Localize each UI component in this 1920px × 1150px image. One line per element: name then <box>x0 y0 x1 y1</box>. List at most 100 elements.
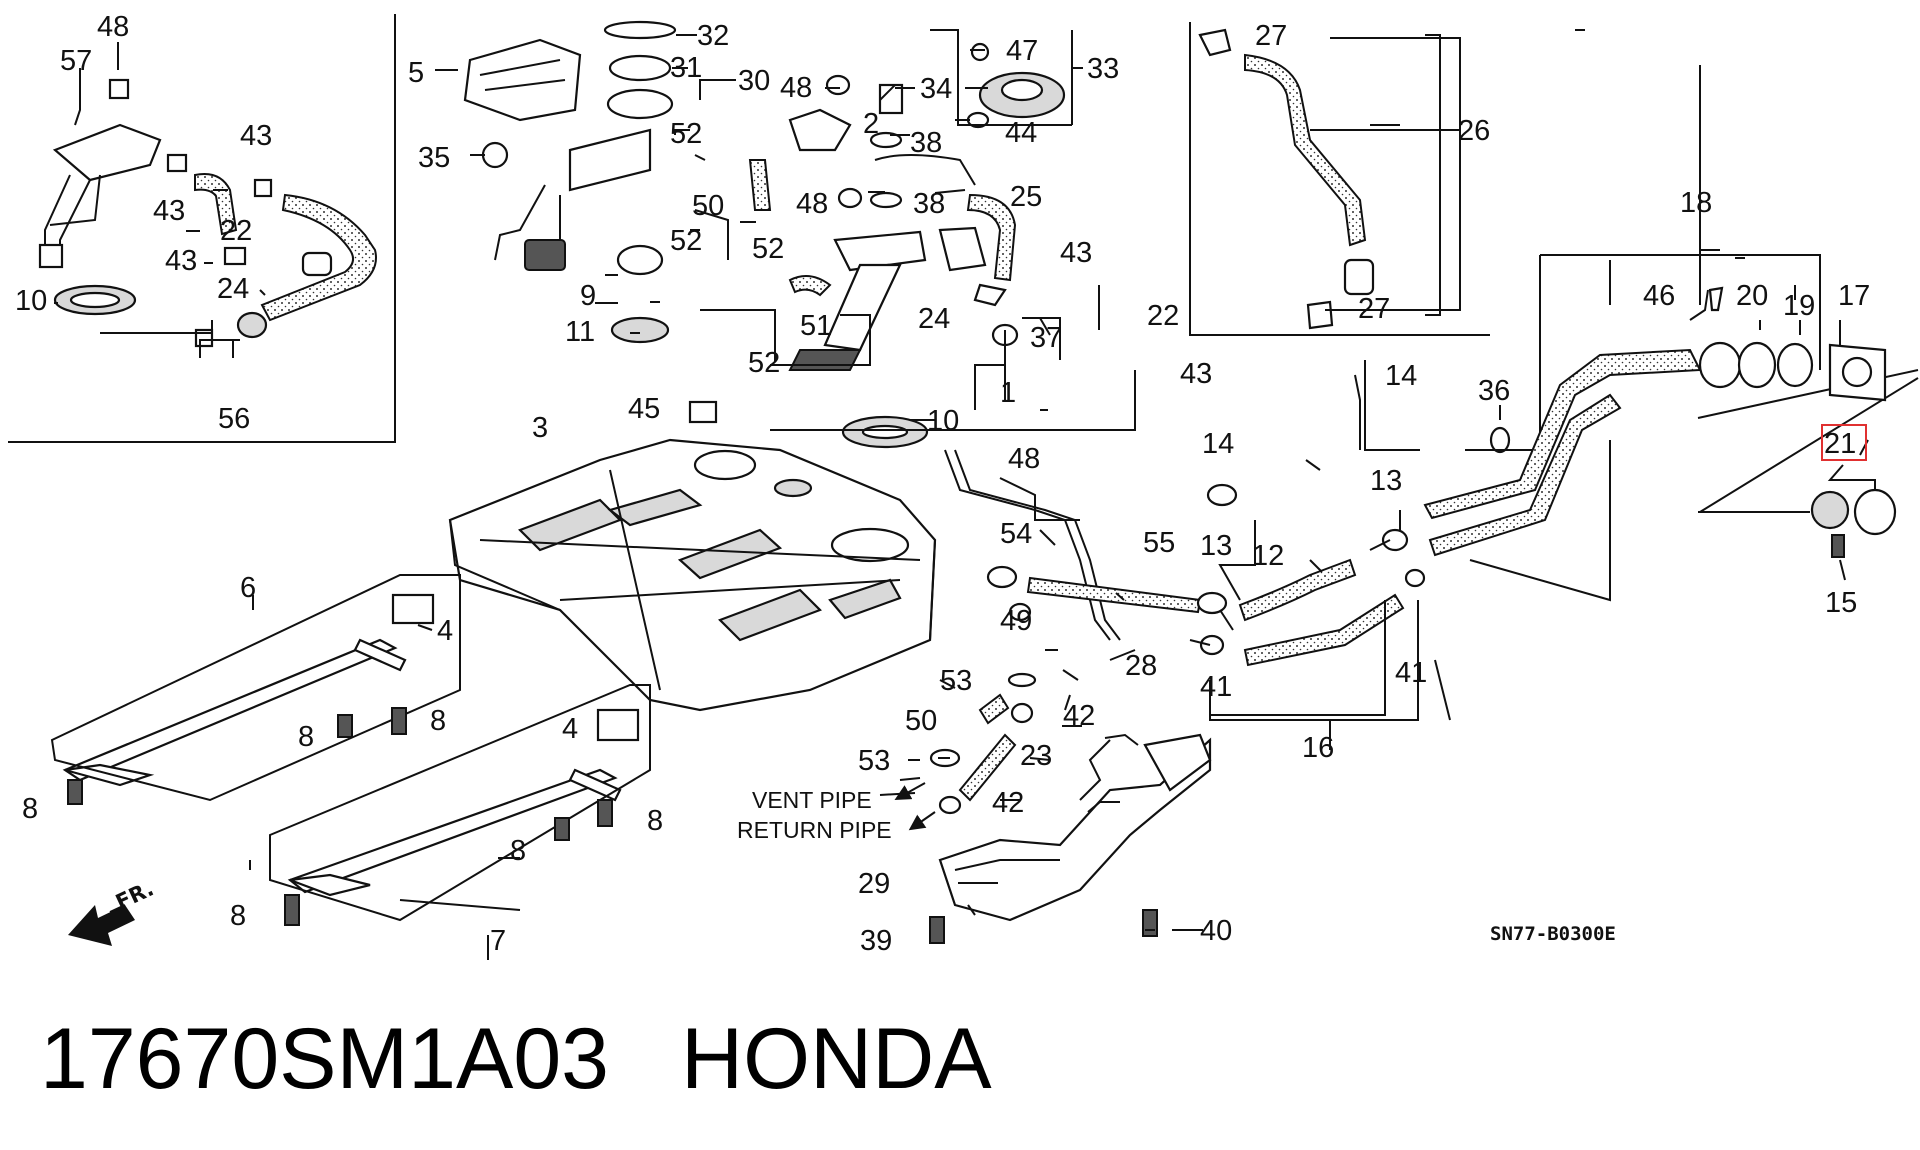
callout-51: 51 <box>800 310 832 342</box>
callout-27: 27 <box>1358 293 1390 325</box>
callout-33: 33 <box>1087 53 1119 85</box>
callout-35: 35 <box>418 142 450 174</box>
callout-50: 50 <box>692 190 724 222</box>
highlight-box <box>1821 424 1867 461</box>
callout-16: 16 <box>1302 732 1334 764</box>
callout-28: 28 <box>1125 650 1157 682</box>
callout-36: 36 <box>1478 375 1510 407</box>
callout-44: 44 <box>1005 117 1037 149</box>
callout-39: 39 <box>860 925 892 957</box>
callout-43: 43 <box>165 245 197 277</box>
callout-48: 48 <box>780 72 812 104</box>
inset-breather-pipe <box>1198 28 1375 330</box>
callout-55: 55 <box>1143 527 1175 559</box>
callout-4: 4 <box>437 615 453 647</box>
callout-38: 38 <box>913 188 945 220</box>
callout-52: 52 <box>670 225 702 257</box>
callout-6: 6 <box>240 572 256 604</box>
tank-straps <box>50 574 651 926</box>
callout-14: 14 <box>1202 428 1234 460</box>
callout-1: 1 <box>1000 377 1016 409</box>
part-number: 17670SM1A03 <box>40 1011 609 1107</box>
callout-10: 10 <box>15 285 47 317</box>
callout-7: 7 <box>490 925 506 957</box>
callout-43: 43 <box>1180 358 1212 390</box>
callout-43: 43 <box>153 195 185 227</box>
callout-42: 42 <box>1063 700 1095 732</box>
callout-54: 54 <box>1000 518 1032 550</box>
brand-name: HONDA <box>681 1011 992 1107</box>
callout-45: 45 <box>628 393 660 425</box>
return-pipe-note: RETURN PIPE <box>737 817 892 843</box>
callout-34: 34 <box>920 73 952 105</box>
callout-56: 56 <box>218 403 250 435</box>
callout-41: 41 <box>1395 657 1427 689</box>
group-frames <box>8 14 1919 513</box>
callout-41: 41 <box>1200 671 1232 703</box>
callout-30: 30 <box>738 65 770 97</box>
sender-and-harness <box>463 20 1136 449</box>
callout-8: 8 <box>647 805 663 837</box>
callout-22: 22 <box>220 215 252 247</box>
callout-23: 23 <box>1020 740 1052 772</box>
callout-48: 48 <box>97 11 129 43</box>
callout-22: 22 <box>1147 300 1179 332</box>
callout-3: 3 <box>532 412 548 444</box>
callout-48: 48 <box>796 188 828 220</box>
callout-57: 57 <box>60 45 92 77</box>
callout-2: 2 <box>863 108 879 140</box>
callout-8: 8 <box>298 721 314 753</box>
callout-53: 53 <box>858 745 890 777</box>
footer-caption: 17670SM1A03 HONDA <box>40 1010 992 1109</box>
callout-11: 11 <box>565 316 595 348</box>
callout-8: 8 <box>22 793 38 825</box>
callout-27: 27 <box>1255 20 1287 52</box>
callout-32: 32 <box>697 20 729 52</box>
callout-20: 20 <box>1736 280 1768 312</box>
callout-13: 13 <box>1200 530 1232 562</box>
front-marker: FR. <box>112 876 157 914</box>
callout-18: 18 <box>1680 187 1712 219</box>
callout-26: 26 <box>1458 115 1490 147</box>
callout-52: 52 <box>748 347 780 379</box>
callout-42: 42 <box>992 787 1024 819</box>
callout-13: 13 <box>1370 465 1402 497</box>
leader-lines <box>54 29 1876 960</box>
callout-52: 52 <box>752 233 784 265</box>
callout-49: 49 <box>1000 605 1032 637</box>
callout-8: 8 <box>430 705 446 737</box>
callout-12: 12 <box>1252 540 1284 572</box>
pipes-and-hoses <box>929 426 1511 815</box>
callout-25: 25 <box>1010 181 1042 213</box>
callout-48: 48 <box>1008 443 1040 475</box>
callout-37: 37 <box>1030 322 1062 354</box>
callout-38: 38 <box>910 127 942 159</box>
callout-5: 5 <box>408 57 424 89</box>
callout-50: 50 <box>905 705 937 737</box>
inset-fuel-pump <box>38 78 377 348</box>
front-direction-arrow <box>68 904 135 946</box>
callout-15: 15 <box>1825 587 1857 619</box>
callout-43: 43 <box>240 120 272 152</box>
diagram-code: SN77-B0300E <box>1490 923 1616 945</box>
filler-neck-assembly <box>1423 254 1897 721</box>
vent-pipe-note: VENT PIPE <box>752 787 872 813</box>
fuel-tank <box>448 438 937 712</box>
callout-31: 31 <box>670 52 702 84</box>
callout-24: 24 <box>918 303 950 335</box>
callout-43: 43 <box>1060 237 1092 269</box>
callout-labels: 48 57 43 43 22 43 24 10 56 5 35 32 31 30… <box>15 11 1870 957</box>
callout-46: 46 <box>1643 280 1675 312</box>
callout-53: 53 <box>940 665 972 697</box>
callout-21: 21 <box>1824 428 1856 460</box>
callout-29: 29 <box>858 868 890 900</box>
callout-40: 40 <box>1200 915 1232 947</box>
callout-4: 4 <box>562 713 578 745</box>
callout-24: 24 <box>217 273 249 305</box>
callout-14: 14 <box>1385 360 1417 392</box>
callout-9: 9 <box>580 280 596 312</box>
callout-8: 8 <box>230 900 246 932</box>
callout-17: 17 <box>1838 280 1870 312</box>
callout-8: 8 <box>510 835 526 867</box>
